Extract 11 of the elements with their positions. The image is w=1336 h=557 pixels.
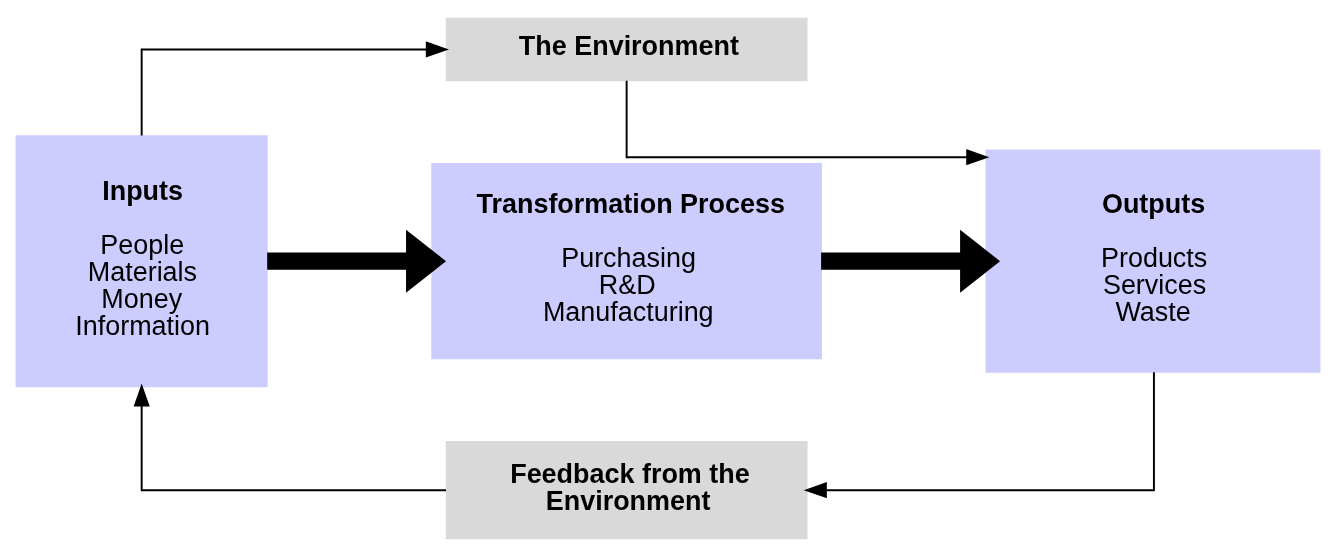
node-box: Feedback from the Environment: [445, 441, 808, 540]
node-box: Transformation Process Purchasing R&D Manufacturing: [431, 163, 822, 360]
arrow: [140, 41, 449, 137]
arrow: [803, 371, 1155, 499]
arrow: [133, 383, 447, 492]
node-box: Outputs Products Services Waste: [985, 149, 1321, 373]
arrow: [821, 229, 1001, 293]
node-box: The Environment: [445, 17, 808, 82]
node-box: Inputs People Materials Money Information: [15, 135, 268, 388]
arrow: [267, 229, 446, 293]
arrow: [625, 79, 990, 166]
